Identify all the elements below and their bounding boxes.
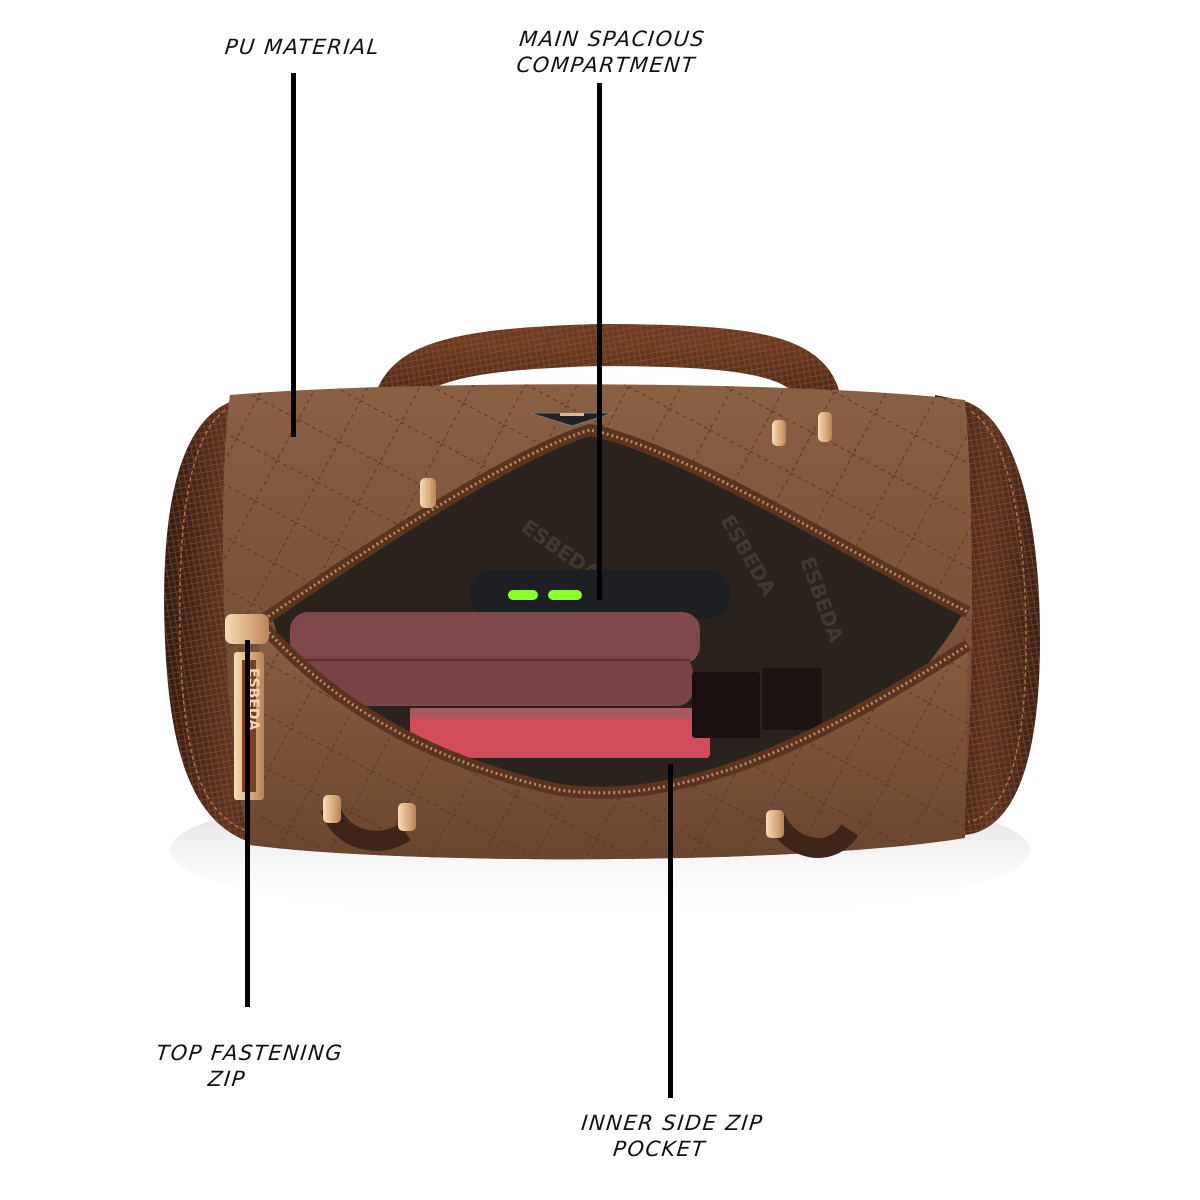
handle-rings	[420, 412, 832, 508]
card	[410, 708, 710, 758]
leader-line-main-compartment	[597, 83, 602, 600]
label-inner-side-zip-pocket: INNER SIDE ZIP POCKET	[577, 1110, 765, 1162]
label-main-compartment: MAIN SPACIOUS COMPARTMENT	[515, 26, 706, 78]
label-line: ZIP	[206, 1067, 248, 1091]
label-line: INNER SIDE ZIP	[580, 1111, 765, 1135]
label-top-fastening-zip: TOP FASTENING ZIP	[152, 1040, 344, 1092]
wallet	[290, 612, 700, 664]
label-line: MAIN SPACIOUS	[518, 27, 707, 51]
leader-line-top-zip	[245, 640, 250, 1007]
label-line: PU MATERIAL	[223, 35, 382, 59]
label-line: COMPARTMENT	[515, 53, 698, 77]
label-pu-material: PU MATERIAL	[224, 34, 382, 60]
lipstick	[692, 672, 760, 738]
upper-zipper	[256, 423, 971, 627]
leader-line-inner-pocket	[668, 764, 673, 1098]
leader-line-pu-material	[291, 73, 296, 437]
label-line: TOP FASTENING	[155, 1041, 345, 1065]
bottom-loops	[320, 795, 859, 858]
label-line: POCKET	[612, 1137, 708, 1161]
